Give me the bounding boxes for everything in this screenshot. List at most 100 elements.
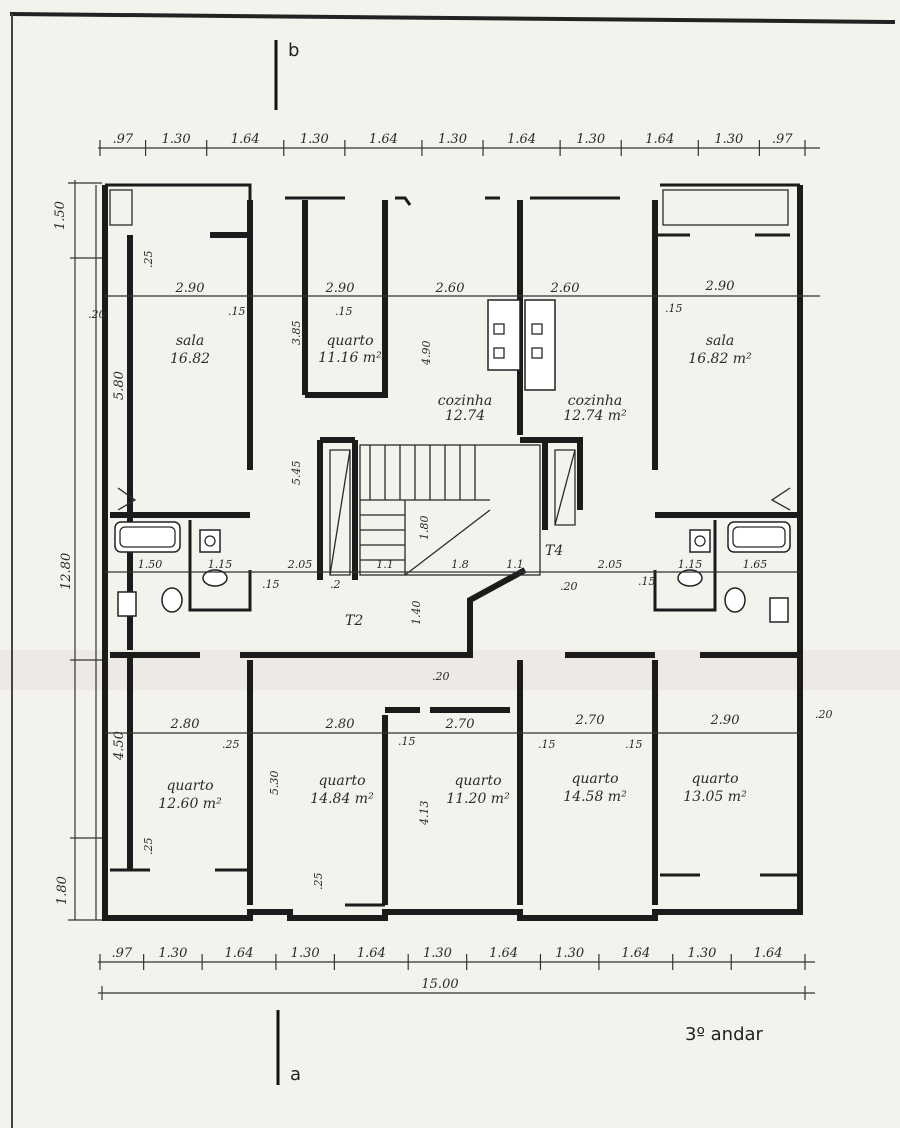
room-quarto-b2: quarto 14.84 m² — [310, 773, 374, 807]
dimension-line-left: 1.50 5.80 12.80 4.50 1.80 — [53, 180, 127, 921]
room-area: 14.58 m² — [563, 789, 627, 805]
room-cozinha-left: cozinha 12.74 — [438, 393, 493, 424]
room-sala-left: sala 16.82 — [170, 333, 210, 367]
dimension-label: 1.64 — [357, 946, 386, 961]
dim-label: .15 — [228, 305, 246, 318]
left-dim-label: 1.80 — [55, 876, 70, 905]
dim-label: 2.90 — [175, 281, 205, 296]
dim-label: .15 — [665, 302, 683, 315]
staircase — [329, 444, 576, 576]
dimension-label: 1.30 — [438, 132, 467, 147]
room-name: sala — [176, 333, 204, 349]
dimension-line-bottom — [98, 954, 815, 970]
dimension-label: 1.64 — [489, 946, 518, 961]
dim-label: 5.45 — [290, 461, 303, 486]
dim-label: 1.15 — [678, 558, 703, 571]
dim-label: 2.70 — [445, 717, 475, 732]
room-name: quarto — [454, 773, 501, 789]
dim-label: .15 — [335, 305, 353, 318]
room-sala-right: sala 16.82 m² — [688, 333, 752, 367]
dim-label: .15 — [625, 738, 643, 751]
room-quarto-top: quarto 11.16 m² — [318, 333, 382, 366]
room-area: 16.82 — [170, 351, 210, 367]
dimension-label: .97 — [112, 132, 133, 147]
room-name: quarto — [318, 773, 365, 789]
dim-label: 2.90 — [325, 281, 355, 296]
dimension-label: 1.30 — [714, 132, 743, 147]
dim-label: 2.80 — [170, 717, 200, 732]
section-marker-bottom: a — [276, 1010, 301, 1085]
dim-label: 2.05 — [597, 558, 623, 571]
dim-label: .15 — [262, 578, 280, 591]
room-name: quarto — [326, 333, 373, 349]
room-name: cozinha — [568, 393, 623, 409]
dim-label: 5.30 — [268, 771, 281, 796]
bathtub-right — [727, 521, 791, 553]
marker-t4: T4 — [545, 543, 563, 559]
dimension-label: .97 — [772, 132, 793, 147]
dimension-label: 1.64 — [754, 946, 783, 961]
dim-label: .25 — [142, 251, 155, 269]
toilet-icon — [161, 569, 746, 613]
dimension-label: 1.64 — [225, 946, 254, 961]
marker-t2: T2 — [345, 613, 363, 629]
dim-label: 4.13 — [418, 801, 431, 827]
section-label-top: b — [288, 40, 299, 61]
dim-label: .20 — [560, 580, 578, 593]
sheet-border-top — [9, 12, 896, 24]
dim-label: 2.90 — [705, 279, 735, 294]
room-area: 12.74 — [445, 408, 485, 424]
left-dim-label: 5.80 — [112, 371, 127, 400]
dimension-label: 1.64 — [645, 132, 674, 147]
dim-label: 1.80 — [418, 516, 431, 541]
room-area: 11.20 m² — [446, 791, 510, 807]
room-quarto-b4: quarto 14.58 m² — [563, 771, 627, 805]
dimension-label: 1.30 — [300, 132, 329, 147]
room-name: quarto — [691, 771, 738, 787]
room-name: quarto — [166, 778, 213, 794]
room-name: quarto — [571, 771, 618, 787]
dim-label: 4.90 — [420, 341, 433, 367]
left-dim-label: 1.50 — [53, 201, 68, 230]
room-quarto-b3: quarto 11.20 m² — [446, 773, 510, 807]
dim-label: 2.90 — [710, 713, 740, 728]
dimension-label: 1.30 — [291, 946, 320, 961]
dim-label: .20 — [815, 708, 833, 721]
dim-label: .25 — [142, 838, 155, 856]
dim-label: .15 — [638, 575, 656, 588]
room-area: 16.82 m² — [688, 351, 752, 367]
room-quarto-b1: quarto 12.60 m² — [158, 778, 222, 812]
dim-label: .20 — [432, 670, 450, 683]
left-dim-label: 4.50 — [112, 731, 127, 761]
room-name: cozinha — [438, 393, 493, 409]
dim-label: .15 — [538, 738, 556, 751]
dim-label: 1.15 — [208, 558, 233, 571]
dim-label: 1.40 — [410, 601, 423, 626]
dimension-label: 1.30 — [555, 946, 584, 961]
room-area: 12.74 m² — [563, 408, 627, 424]
dim-label: .15 — [398, 735, 416, 748]
dim-label: 1.1 — [376, 558, 394, 571]
dimension-line-top — [98, 140, 820, 156]
dim-label: .25 — [222, 738, 240, 751]
dim-label: 1.50 — [138, 558, 163, 571]
dimension-label: 1.64 — [621, 946, 650, 961]
dim-label: 2.60 — [435, 281, 465, 296]
sink-icon — [689, 529, 711, 553]
interior-walls — [110, 196, 800, 907]
dimension-total-bottom: 15.00 — [98, 977, 815, 1000]
dimension-label: 1.64 — [507, 132, 536, 147]
room-area: 13.05 m² — [683, 789, 747, 805]
stove-icon — [487, 299, 556, 391]
dimension-label: 1.30 — [158, 946, 187, 961]
dim-label: 2.70 — [575, 713, 605, 728]
dim-label: .25 — [312, 873, 325, 891]
room-name: sala — [706, 333, 734, 349]
dimension-label: 1.30 — [162, 132, 191, 147]
room-area: 12.60 m² — [158, 796, 222, 812]
left-dim-label: 12.80 — [59, 553, 74, 590]
dim-label: .20 — [88, 308, 106, 321]
